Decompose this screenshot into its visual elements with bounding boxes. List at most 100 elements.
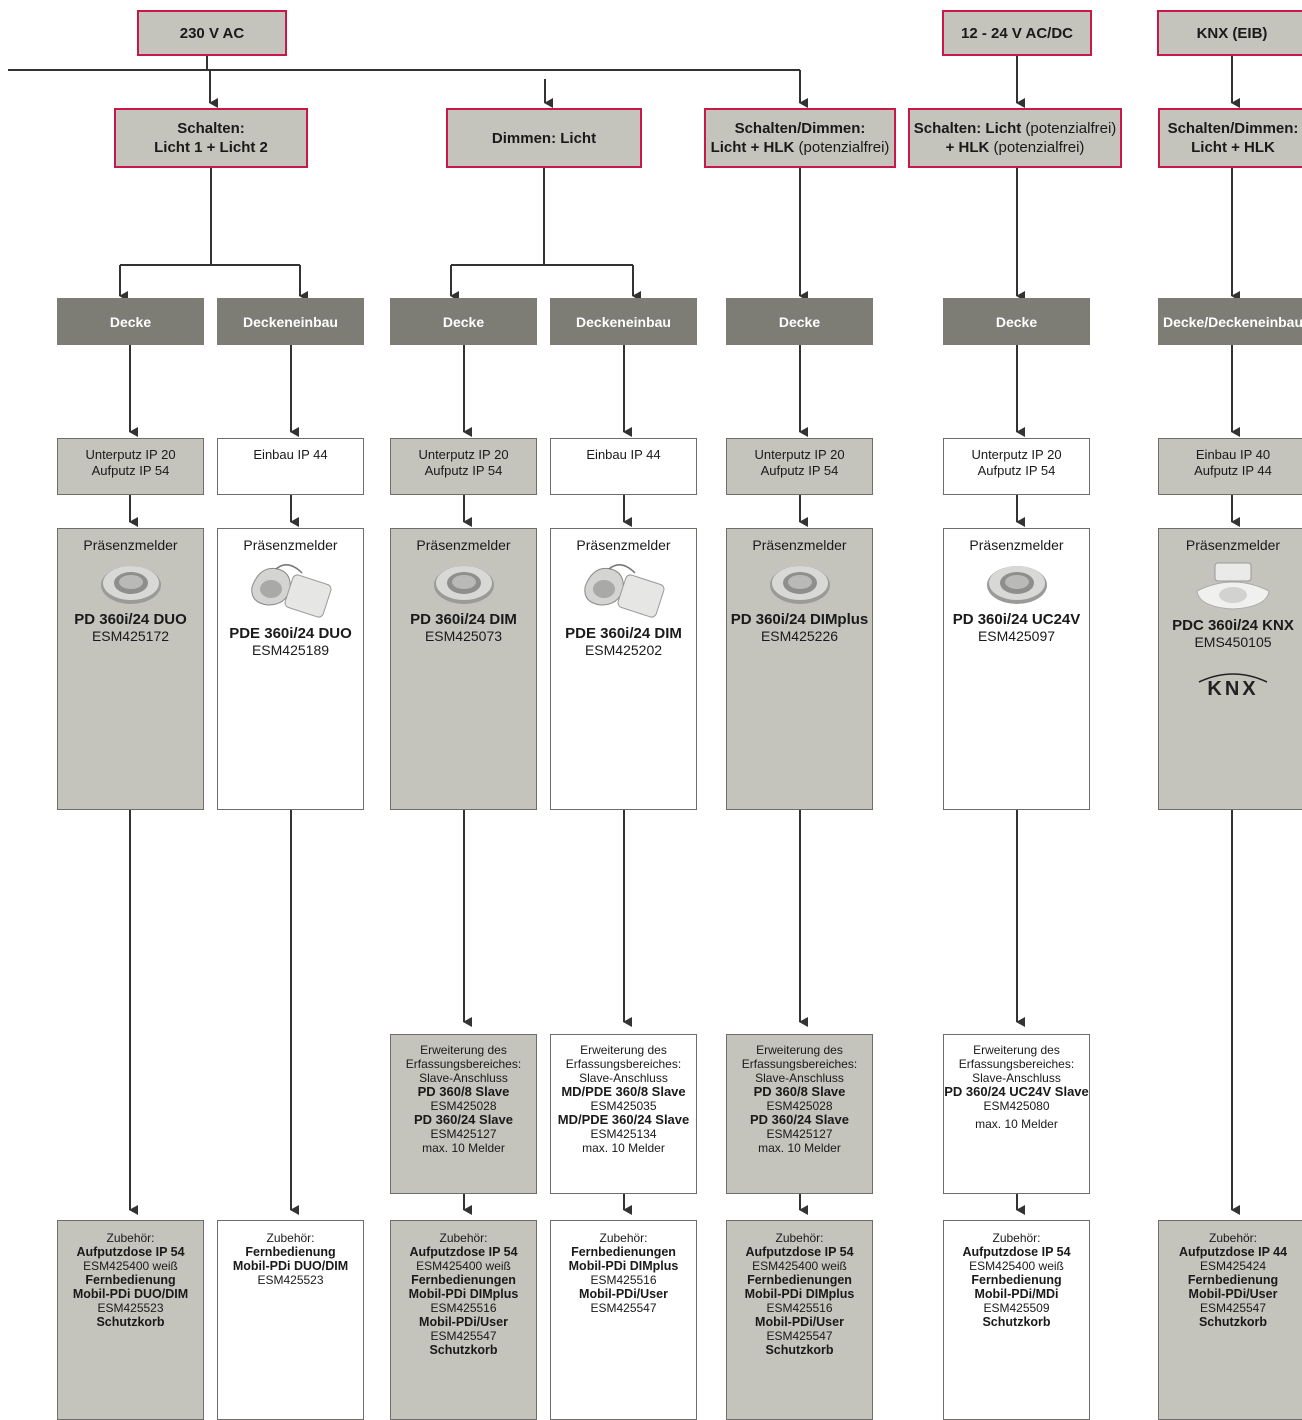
function-note: (potenzialfrei): [794, 139, 890, 156]
slave-code: ESM425035: [590, 1099, 657, 1113]
mounting-label: Deckeneinbau: [576, 313, 671, 330]
accessory-item: Fernbedienungen: [571, 1245, 676, 1259]
accessory-item: Aufputzdose IP 54: [76, 1245, 185, 1259]
accessory-item: Schutzkorb: [1198, 1315, 1268, 1329]
accessory-code: ESM425547: [766, 1329, 833, 1343]
slave-name: PD 360/8 Slave: [753, 1084, 846, 1099]
product-type: Präsenzmelder: [416, 537, 511, 553]
accessory-item: Fernbedienung: [1187, 1273, 1279, 1287]
voltage-12-24v: 12 - 24 V AC/DC: [942, 10, 1092, 56]
accessory-item: Fernbedienung: [245, 1245, 336, 1259]
product-box: Präsenzmelder PD 360i/24 DIM ESM425073: [390, 528, 537, 810]
product-type: Präsenzmelder: [752, 537, 847, 553]
accessory-item: Mobil-PDi/User: [579, 1287, 668, 1301]
accessory-item: Aufputzdose IP 54: [962, 1245, 1071, 1259]
extension-intro: Erfassungsbereiches:: [565, 1057, 682, 1071]
accessory-item: Aufputzdose IP 44: [1178, 1245, 1288, 1259]
function-schalten-potenzialfrei: Schalten: Licht (potenzialfrei) + HLK (p…: [908, 108, 1122, 168]
accessory-item: Schutzkorb: [429, 1343, 498, 1357]
accessory-code: ESM425516: [766, 1301, 833, 1315]
voltage-label: 230 V AC: [179, 24, 245, 42]
function-knx-schalten-dimmen: Schalten/Dimmen: Licht + HLK: [1158, 108, 1302, 168]
protection-line: Unterputz IP 20: [85, 447, 176, 462]
product-name: PDE 360i/24 DIM: [565, 625, 682, 642]
accessory-code: ESM425516: [430, 1301, 497, 1315]
slave-name: MD/PDE 360/8 Slave: [561, 1084, 686, 1099]
product-name: PD 360i/24 DIM: [410, 611, 517, 628]
function-line: Licht + HLK: [1191, 139, 1275, 156]
voltage-knx: KNX (EIB): [1157, 10, 1302, 56]
mounting-decke: Decke: [390, 298, 537, 345]
product-code: ESM425097: [977, 628, 1056, 644]
protection-line: Aufputz IP 54: [977, 463, 1056, 478]
extension-intro: Erfassungsbereiches:: [405, 1057, 522, 1071]
accessory-item: Aufputzdose IP 54: [409, 1245, 518, 1259]
extension-intro: Erweiterung des: [756, 1043, 843, 1057]
slave-code: ESM425134: [590, 1127, 657, 1141]
function-line: Schalten/Dimmen:: [734, 120, 866, 137]
slave-name: PD 360/8 Slave: [417, 1084, 510, 1099]
ceiling-sensor-image: [769, 566, 830, 604]
extension-intro: Slave-Anschluss: [579, 1071, 668, 1085]
protection-line: Unterputz IP 20: [754, 447, 845, 462]
accessory-item: Mobil-PDi/User: [1188, 1287, 1278, 1301]
product-code: ESM425226: [760, 628, 839, 644]
accessory-item: Fernbedienungen: [411, 1273, 516, 1287]
accessory-item: Mobil-PDi/MDi: [974, 1287, 1059, 1301]
protection-line: Aufputz IP 44: [1194, 463, 1272, 478]
recessed-sensor-image: [583, 564, 664, 618]
accessory-item: Mobil-PDi DIMplus: [744, 1287, 855, 1301]
extension-box: Erweiterung des Erfassungsbereiches: Sla…: [390, 1034, 537, 1194]
slave-code: ESM425028: [766, 1099, 833, 1113]
accessory-code: ESM425400 weiß: [83, 1259, 178, 1273]
accessory-item: Mobil-PDi/User: [755, 1315, 844, 1329]
accessory-item: Fernbedienung: [971, 1273, 1062, 1287]
extension-intro: Erweiterung des: [580, 1043, 667, 1057]
product-type: Präsenzmelder: [1185, 537, 1281, 553]
accessory-code: ESM425400 weiß: [969, 1259, 1064, 1273]
extension-intro: Slave-Anschluss: [419, 1071, 508, 1085]
product-code: ESM425172: [91, 628, 170, 644]
accessory-item: Aufputzdose IP 54: [745, 1245, 854, 1259]
accessory-code: ESM425547: [590, 1301, 657, 1315]
product-box: Präsenzmelder PDC 360i/24 KNX EMS450105 …: [1158, 528, 1302, 810]
mounting-label: Decke/Deckeneinbau: [1162, 313, 1302, 330]
accessory-item: Schutzkorb: [96, 1315, 165, 1329]
extension-box: Erweiterung des Erfassungsbereiches: Sla…: [550, 1034, 697, 1194]
function-schalten-dimmen-hlk: Schalten/Dimmen: Licht + HLK (potenzialf…: [704, 108, 896, 168]
product-code: ESM425189: [251, 642, 330, 658]
product-box: Präsenzmelder PDE 360i/24 DUO ESM425189: [217, 528, 364, 810]
max-sensors: max. 10 Melder: [975, 1117, 1058, 1131]
accessory-code: ESM425547: [1199, 1301, 1267, 1315]
max-sensors: max. 10 Melder: [582, 1141, 665, 1155]
mounting-label: Deckeneinbau: [243, 313, 338, 330]
slave-code: ESM425127: [430, 1127, 497, 1141]
accessory-heading: Zubehör:: [992, 1231, 1041, 1245]
protection-line: Einbau IP 44: [253, 447, 328, 462]
ceiling-sensor-image: [433, 566, 494, 604]
protection-box: Einbau IP 44: [217, 438, 364, 495]
product-box: Präsenzmelder PD 360i/24 UC24V ESM425097: [943, 528, 1090, 810]
accessory-item: Schutzkorb: [765, 1343, 834, 1357]
product-type: Präsenzmelder: [83, 537, 178, 553]
accessory-code: ESM425400 weiß: [752, 1259, 847, 1273]
accessory-code: ESM425547: [430, 1329, 497, 1343]
product-code: EMS450105: [1194, 634, 1272, 650]
voltage-label: 12 - 24 V AC/DC: [961, 24, 1073, 42]
extension-intro: Slave-Anschluss: [972, 1071, 1061, 1085]
protection-line: Unterputz IP 20: [971, 447, 1062, 462]
max-sensors: max. 10 Melder: [422, 1141, 505, 1155]
slave-name: PD 360/24 UC24V Slave: [944, 1084, 1089, 1099]
function-note: (potenzialfrei): [1021, 120, 1117, 137]
accessory-heading: Zubehör:: [599, 1231, 648, 1245]
accessory-item: Mobil-PDi DIMplus: [408, 1287, 519, 1301]
accessory-heading: Zubehör:: [266, 1231, 315, 1245]
